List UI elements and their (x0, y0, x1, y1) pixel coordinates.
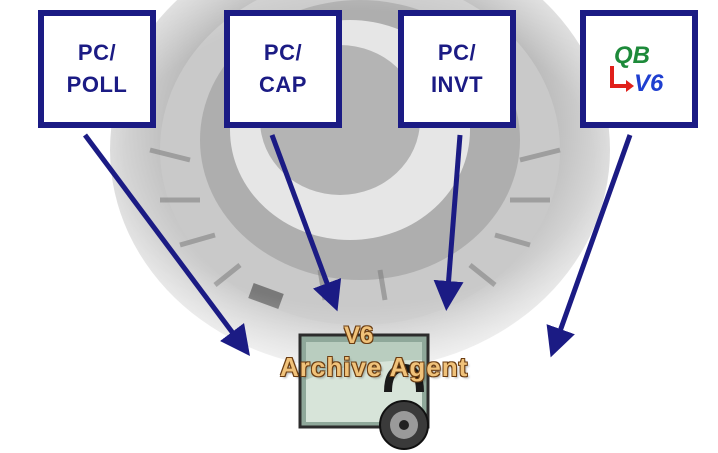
logo-archive-agent: Archive Agent (280, 352, 469, 382)
arrow-qb (546, 134, 633, 358)
pc-cap-line1: PC/ (263, 40, 303, 65)
pc-invt-line1: PC/ (437, 40, 477, 65)
pc-invt-box: PC/ INVT (398, 10, 516, 128)
arrow-pccap (269, 134, 342, 312)
pc-cap-line2: CAP (259, 72, 307, 97)
pc-poll-box: PC/ POLL (38, 10, 156, 128)
arrow-pcpoll (82, 133, 250, 357)
pc-poll-line1: PC/ (77, 40, 117, 65)
pc-poll-line2: POLL (66, 72, 128, 97)
pc-cap-box: PC/ CAP (224, 10, 342, 128)
logo-version: V6 (344, 322, 374, 349)
arrow-pcinvt (433, 134, 464, 311)
qb-label: QB (614, 42, 650, 69)
v6-label: V6 (634, 70, 664, 97)
pc-invt-line2: INVT (430, 72, 484, 97)
red-arrow-icon (610, 66, 634, 92)
qb-v6-box: QB V6 (580, 10, 698, 128)
